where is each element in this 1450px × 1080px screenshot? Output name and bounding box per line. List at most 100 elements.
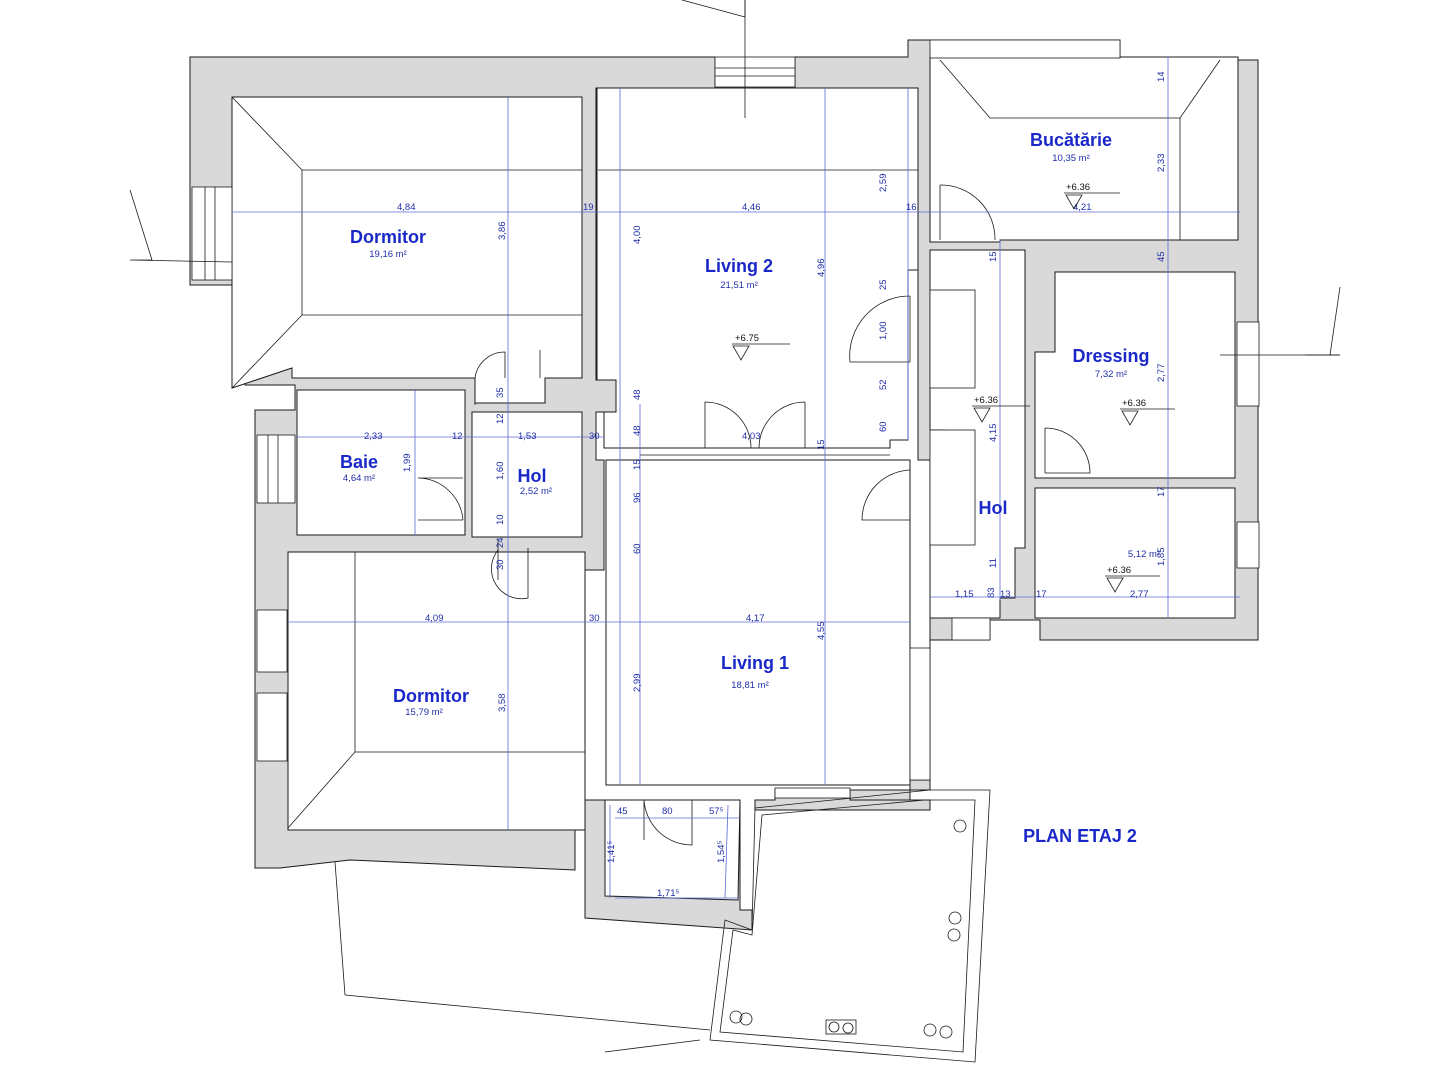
window-north-living2: [714, 56, 796, 88]
svg-text:+6.75: +6.75: [735, 333, 759, 344]
level-markers: +6.75 +6.36 +6.36 +6.36 +6.36: [732, 182, 1175, 593]
dim-label: 13: [1000, 589, 1011, 600]
dimension-lines: [232, 57, 1240, 899]
dim-label: 4,46: [742, 202, 761, 213]
window-west-dormitor-south-2: [256, 692, 288, 762]
dim-label: 48: [632, 389, 643, 400]
dim-label: 30: [589, 431, 600, 442]
dim-label: 12: [495, 413, 506, 424]
dim-label: 1,00: [878, 322, 889, 341]
dim-label: 3,86: [497, 222, 508, 241]
level-marker: +6.75: [732, 333, 790, 361]
room-name: Dormitor: [350, 227, 426, 247]
window-south-hol: [951, 617, 991, 641]
dim-label: 2,77: [1156, 364, 1167, 383]
room-name: Living 1: [721, 653, 789, 673]
window-west-dormitor-south-1: [256, 609, 288, 673]
dim-label: 4,55: [816, 622, 827, 641]
dim-label: 96: [632, 492, 643, 503]
dim-label: 24: [495, 537, 506, 548]
level-marker: +6.36: [1120, 398, 1175, 426]
dim-label: 45: [617, 806, 628, 817]
room-area: 18,81 m²: [731, 680, 769, 691]
dim-label: 1,41⁵: [606, 841, 617, 863]
room-name: Hol: [979, 498, 1008, 518]
dim-label: 2,59: [878, 174, 889, 193]
dim-label: 30: [589, 613, 600, 624]
dim-label: 1,15: [955, 589, 974, 600]
room-area: 7,32 m²: [1095, 369, 1127, 380]
room-area: 10,35 m²: [1052, 153, 1090, 164]
dim-label: 3,58: [497, 694, 508, 713]
hall-partitions: [929, 289, 976, 546]
room-baie: [296, 389, 466, 536]
room-dormitor-north: [231, 96, 583, 404]
section-markers: [129, 0, 1341, 356]
level-marker: +6.36: [1105, 565, 1160, 593]
room-area: 19,16 m²: [369, 249, 407, 260]
room-labels: Dormitor 19,16 m² Living 2 21,51 m² Bucă…: [340, 130, 1160, 718]
dim-label: 4,17: [746, 613, 765, 624]
room-name: Dormitor: [393, 686, 469, 706]
room-area: 5,12 m²: [1128, 549, 1160, 560]
windows: [191, 39, 1260, 799]
dim-label: 15: [988, 251, 999, 262]
window-west-dormitor: [191, 186, 233, 281]
window-balcony-door: [774, 787, 851, 799]
dim-label: 57⁵: [709, 806, 724, 817]
room-name: Bucătărie: [1030, 130, 1112, 150]
room-hol-west: [471, 411, 583, 538]
dim-label: 60: [878, 421, 889, 432]
dim-label: 11: [988, 558, 999, 568]
room-small-bath: [604, 799, 741, 901]
room-area: 2,52 m²: [520, 486, 552, 497]
level-marker: +6.36: [972, 395, 1030, 423]
room-area: 4,64 m²: [343, 473, 375, 484]
doors: [417, 184, 1091, 846]
dim-label: 80: [662, 806, 673, 817]
dim-label: 4,84: [397, 202, 416, 213]
room-dressing: [1034, 271, 1236, 479]
dim-label: 17: [1156, 486, 1167, 497]
dim-label: 1,99: [402, 454, 413, 473]
room-name: Baie: [340, 452, 378, 472]
dim-label: 10: [495, 514, 506, 525]
window-west-baie: [256, 434, 296, 504]
dim-label: 1,71⁵: [657, 888, 679, 899]
window-north-kitchen: [929, 39, 1121, 59]
room-name: Hol: [518, 466, 547, 486]
dim-label: 12: [452, 431, 463, 442]
window-east-living1: [909, 647, 931, 781]
dim-label: 52: [878, 379, 889, 390]
svg-text:+6.36: +6.36: [1122, 398, 1146, 409]
dim-label: 17: [1036, 589, 1047, 600]
dim-label: 30: [495, 559, 506, 570]
dim-label: 4,09: [425, 613, 444, 624]
dim-label: 45: [1156, 251, 1167, 262]
dim-label: 4,00: [632, 226, 643, 245]
dim-label: 35: [495, 387, 506, 398]
dim-label: 25: [878, 279, 889, 290]
dim-label: 1,54⁵: [716, 841, 727, 863]
dim-label: 15: [632, 459, 643, 470]
dim-label: 2,77: [1130, 589, 1149, 600]
dim-label: 4,15: [988, 424, 999, 443]
window-east-storage: [1236, 521, 1260, 569]
dim-label: 16: [906, 202, 917, 213]
balcony: [334, 789, 991, 1063]
room-living-1: [605, 459, 911, 786]
dim-label: 4,96: [816, 259, 827, 278]
dim-label: 60: [632, 543, 643, 554]
room-area: 15,79 m²: [405, 707, 443, 718]
room-name: Living 2: [705, 256, 773, 276]
dim-label: 2,99: [632, 674, 643, 693]
window-east-dressing: [1236, 321, 1260, 407]
dim-label: 83: [986, 587, 997, 598]
dim-label: 4,03: [742, 431, 761, 442]
dim-label: 2,33: [1156, 154, 1167, 173]
dim-label: 1,60: [495, 462, 506, 481]
dimension-labels: 4,84 19 4,46 16 4,21 3,86 4,00 2,59 4,96…: [364, 71, 1167, 899]
dim-label: 2,33: [364, 431, 383, 442]
dim-label: 48: [632, 425, 643, 436]
